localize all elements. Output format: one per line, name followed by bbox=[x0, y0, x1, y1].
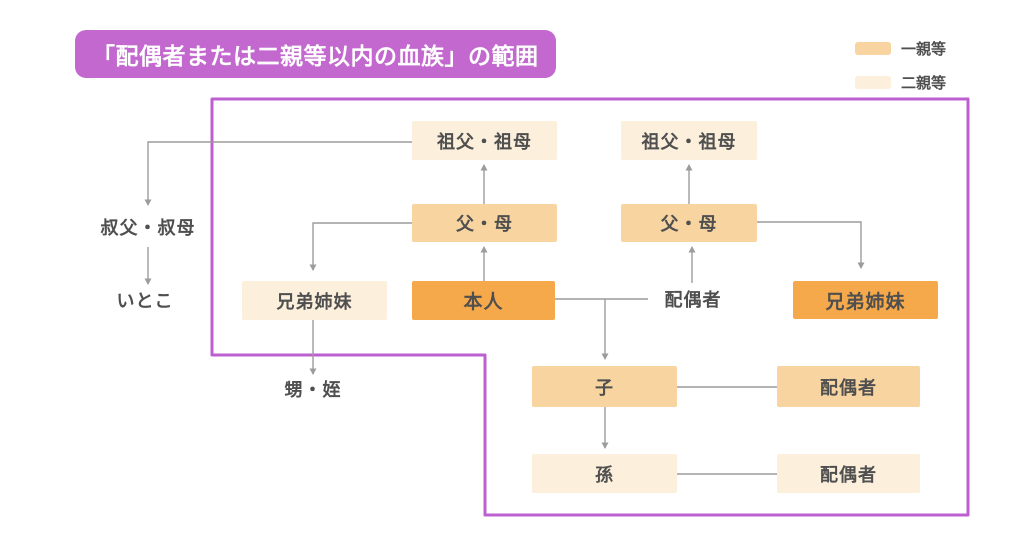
line-grandparents-to-uncle-aunt bbox=[144, 141, 412, 206]
node-siblings-right: 兄弟姉妹 bbox=[793, 281, 938, 319]
node-parents-left: 父・母 bbox=[412, 204, 557, 242]
node-siblings-left: 兄弟姉妹 bbox=[242, 281, 387, 320]
label-uncle-aunt: 叔父・叔母 bbox=[100, 218, 196, 238]
legend-swatch-degree2 bbox=[855, 76, 891, 89]
legend-item-degree2: 二親等 bbox=[855, 72, 946, 93]
node-self: 本人 bbox=[412, 281, 555, 320]
legend-label-degree2: 二親等 bbox=[901, 75, 947, 92]
legend-swatch-degree1 bbox=[855, 42, 891, 55]
label-cousin: いとこ bbox=[116, 291, 174, 311]
node-grandchild: 孫 bbox=[532, 454, 677, 493]
node-child: 子 bbox=[532, 366, 677, 407]
node-child-spouse: 配偶者 bbox=[777, 366, 920, 407]
label-spouse: 配偶者 bbox=[664, 290, 722, 310]
label-nephew-niece: 甥・姪 bbox=[284, 380, 342, 400]
line-parents-right-to-siblings-right bbox=[757, 221, 865, 269]
legend-item-degree1: 一親等 bbox=[855, 38, 946, 59]
page-title: 「配偶者または二親等以内の血族」の範囲 bbox=[75, 30, 556, 78]
scope-border bbox=[210, 97, 970, 517]
node-parents-right: 父・母 bbox=[621, 204, 757, 242]
node-grandchild-spouse: 配偶者 bbox=[777, 454, 920, 493]
line-parents-left-to-siblings-left bbox=[309, 222, 412, 271]
node-grandparents-right: 祖父・祖母 bbox=[621, 121, 757, 160]
legend: 一親等 二親等 bbox=[855, 38, 946, 106]
node-grandparents-left: 祖父・祖母 bbox=[412, 121, 557, 160]
legend-label-degree1: 一親等 bbox=[901, 41, 947, 58]
